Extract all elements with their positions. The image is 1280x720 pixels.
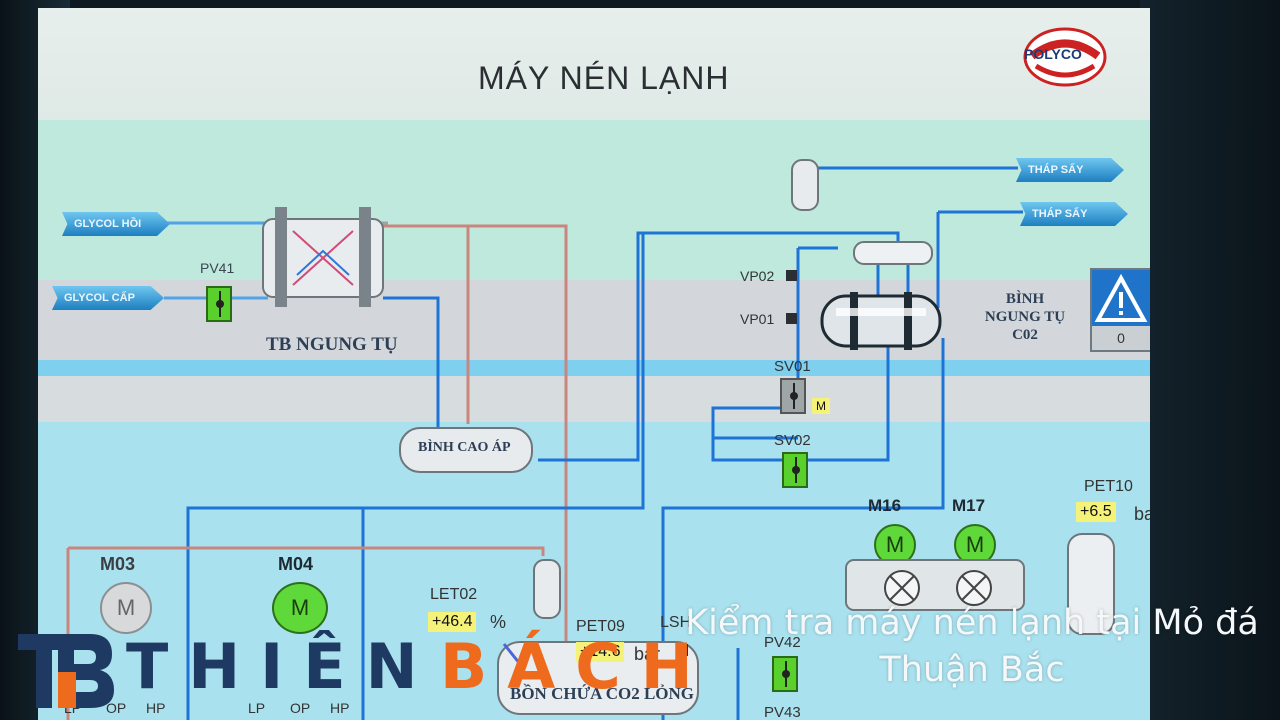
warning-icon [1094, 273, 1148, 322]
indicator-vp02[interactable] [786, 270, 797, 281]
label-vp02: VP02 [740, 268, 775, 284]
page-title: MÁY NÉN LẠNH [478, 60, 730, 96]
valve-pv41[interactable] [206, 286, 232, 322]
label-sv02: SV02 [774, 432, 811, 449]
label-co2-condenser-line3: C02 [1012, 327, 1038, 343]
motor-m03[interactable]: M [100, 582, 152, 634]
label-m04: M04 [278, 554, 314, 574]
label-pv41: PV41 [200, 260, 235, 276]
label-m03: M03 [100, 554, 136, 574]
label-m16: M16 [868, 496, 902, 515]
label-let02: LET02 [430, 586, 478, 603]
label-high-pressure-tank: BÌNH CAO ÁP [418, 440, 511, 455]
high-pressure-tank[interactable] [396, 422, 536, 478]
label-pv43: PV43 [764, 704, 801, 720]
band-blue-stripe [38, 360, 1150, 376]
tag-glycol-supply[interactable]: GLYCOL CẤP [52, 286, 164, 310]
value-let02: +46.4 [428, 612, 477, 632]
co2-condenser-tank[interactable] [816, 286, 946, 356]
valve-sv01[interactable] [780, 378, 806, 414]
tag-glycol-return[interactable]: GLYCOL HỒI [62, 212, 170, 236]
label-co2-condenser-line2: NGUNG TỤ [984, 309, 1066, 325]
label-liquid-tank: BỒN CHỨA CO2 LỎNG [510, 684, 695, 703]
indicator-lsh[interactable] [676, 644, 688, 656]
band-grey-2 [38, 376, 1150, 422]
label-m17: M17 [952, 496, 986, 515]
separator-tank[interactable] [852, 238, 936, 268]
small-receiver-vessel[interactable] [530, 556, 564, 624]
indicator-vp01[interactable] [786, 313, 797, 324]
label-co2-condenser-line1: BÌNH [1005, 291, 1045, 307]
label-m04-op: OP [290, 700, 311, 716]
label-m03-op: OP [106, 700, 127, 716]
label-pet10: PET10 [1084, 478, 1133, 495]
unit-let02: % [490, 612, 507, 632]
title-bar [38, 8, 1150, 120]
alarm-count: 0 [1092, 326, 1150, 350]
monitor-bezel-right [1140, 0, 1280, 720]
label-m04-lp: LP [248, 700, 266, 716]
label-sv01: SV01 [774, 358, 811, 375]
unit-pet10: bar [1134, 504, 1150, 524]
unit-pet09: bar [634, 644, 661, 664]
sv01-mode-badge: M [812, 398, 830, 414]
polyco-logo [1023, 27, 1107, 87]
thien-bach-brand-watermark: THIÊN BÁCH [16, 626, 693, 714]
condenser-heat-exchanger[interactable] [253, 201, 393, 313]
label-lsh: LSH [660, 614, 692, 631]
motor-m04[interactable]: M [272, 582, 328, 634]
brand-name-left: THIÊN [126, 630, 438, 703]
valve-pv42[interactable] [772, 656, 798, 692]
label-vp01: VP01 [740, 311, 775, 327]
label-pv42: PV42 [764, 634, 801, 651]
tag-dryer-2[interactable]: THÁP SẤY [1020, 202, 1128, 226]
valve-sv02[interactable] [782, 452, 808, 488]
band-mint [38, 120, 1150, 288]
label-pet09: PET09 [576, 618, 625, 635]
cooling-fan-unit[interactable] [844, 558, 1026, 614]
label-m04-hp: HP [330, 700, 350, 716]
label-m03-hp: HP [146, 700, 166, 716]
hmi-screen: MÁY NÉN LẠNH POLYCO [38, 8, 1150, 720]
tag-dryer-1[interactable]: THÁP SẤY [1016, 158, 1124, 182]
buffer-vessel[interactable] [1064, 530, 1120, 640]
polyco-logo-text: POLYCO [1024, 46, 1082, 62]
thien-bach-logo-mark [18, 634, 114, 708]
label-co2-condenser: BÌNH NGUNG TỤ C02 [985, 290, 1065, 344]
brand-name-right: BÁCH [440, 630, 713, 703]
value-pet10: +6.5 [1076, 502, 1116, 522]
alarm-panel[interactable]: 0 [1090, 268, 1150, 352]
video-caption: Kiểm tra máy nén lạnh tại Mỏ đá Thuận Bắ… [685, 603, 1259, 691]
label-condenser-hx: TB NGUNG TỤ [266, 334, 398, 355]
value-pet09: +14.6 [576, 642, 625, 662]
receiver-vessel-top[interactable] [788, 158, 824, 214]
